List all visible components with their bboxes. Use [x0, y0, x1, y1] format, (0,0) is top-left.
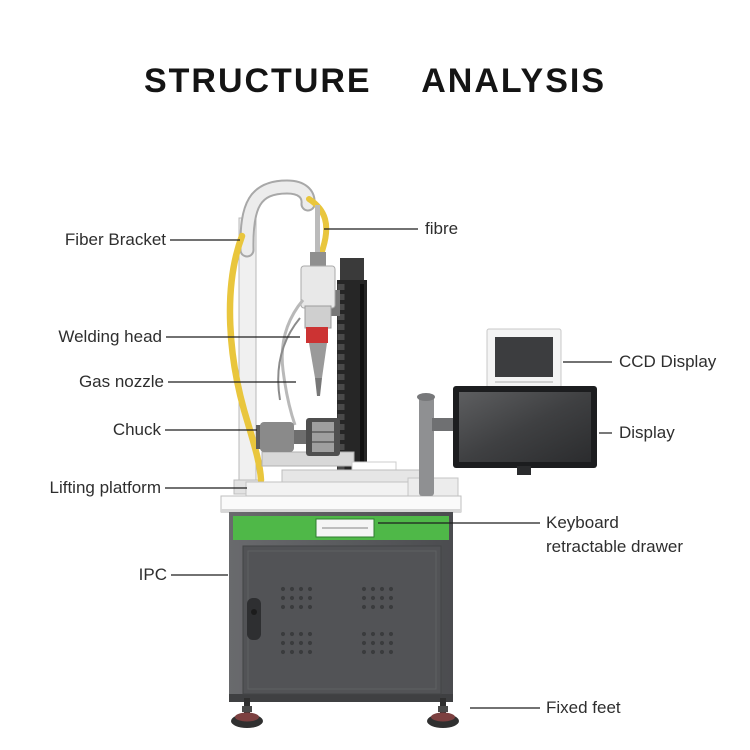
label-fiber-bracket: Fiber Bracket [64, 230, 166, 249]
leader-lines [165, 228, 612, 709]
label-chuck: Chuck [112, 420, 161, 439]
cabinet-door [242, 545, 442, 695]
label-keyboard-drawer-line2: retractable drawer [546, 537, 684, 556]
label-fixed-feet: Fixed feet [546, 698, 621, 717]
tabletop [220, 495, 462, 513]
label-keyboard-drawer: Keyboard retractable drawer [546, 511, 683, 559]
gas-nozzle [277, 299, 327, 426]
label-welding-head: Welding head [58, 327, 162, 346]
machine-illustration [220, 179, 597, 728]
label-lifting-platform: Lifting platform [49, 478, 162, 497]
ccd-monitor [486, 328, 562, 397]
fixed-feet [231, 698, 459, 728]
label-fibre: fibre [425, 219, 459, 238]
chuck-assembly [256, 418, 355, 467]
monitor-arm [417, 393, 456, 496]
label-keyboard-drawer-line1: Keyboard [546, 513, 619, 532]
cabinet [229, 512, 453, 702]
z-axis-column [326, 258, 367, 480]
label-display: Display [619, 423, 675, 442]
label-ccd-display: CCD Display [619, 352, 717, 371]
display-monitor [453, 386, 597, 475]
welding-head [300, 205, 336, 343]
vent-holes [281, 584, 393, 659]
label-gas-nozzle: Gas nozzle [78, 372, 164, 391]
page-title: STRUCTURE ANALYSIS [143, 62, 607, 100]
label-ipc: IPC [138, 565, 167, 584]
keyboard-drawer [233, 516, 449, 540]
